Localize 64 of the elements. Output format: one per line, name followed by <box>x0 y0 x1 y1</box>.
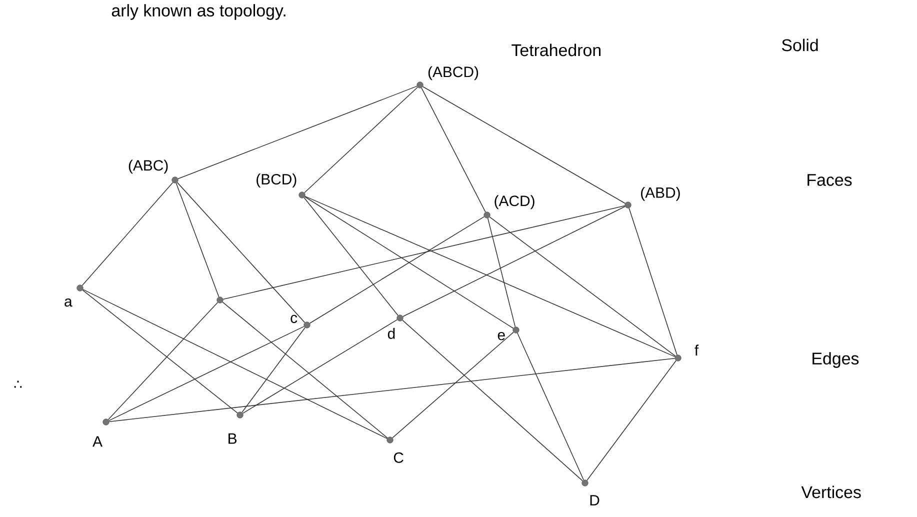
connector-line <box>176 182 220 298</box>
connector-line <box>82 290 238 414</box>
level-label: Tetrahedron <box>512 44 600 56</box>
connector-line <box>487 218 516 328</box>
node-label: c <box>290 314 298 324</box>
node-label: (ACD) <box>494 195 534 210</box>
node-label: (ABCD) <box>428 66 478 80</box>
connector-line <box>309 216 485 324</box>
connector-line <box>304 196 514 329</box>
node-label: C <box>394 452 404 463</box>
connector-line <box>82 289 388 439</box>
lattice-point: (ABCD) <box>416 66 478 88</box>
level-label: Faces <box>808 174 852 186</box>
lattice-point: C <box>386 436 404 463</box>
therefore-sign: ∴ <box>14 380 22 388</box>
lattice-point: a <box>64 284 84 307</box>
node-label: (ABC) <box>128 160 168 174</box>
connector-line <box>222 205 626 300</box>
connector-line <box>242 319 398 414</box>
node-label: f <box>694 344 699 356</box>
connector-line <box>108 326 304 421</box>
connector-line <box>402 320 583 482</box>
node-label: A <box>92 436 102 447</box>
connector-line <box>108 358 676 422</box>
connector-line <box>242 327 306 413</box>
level-label: Solid <box>782 38 818 52</box>
level-label: Vertices <box>801 486 861 498</box>
node-label: e <box>498 332 505 340</box>
connector-line <box>304 197 398 316</box>
lattice-point: f <box>674 344 699 362</box>
connector-line <box>304 196 676 358</box>
lattice-point: D <box>582 480 600 506</box>
connector-line <box>628 208 678 356</box>
level-label: Edges <box>812 352 859 368</box>
node-label: a <box>64 298 72 307</box>
lattice-point <box>216 296 224 304</box>
connector-line <box>176 182 306 323</box>
node-label: B <box>228 433 237 444</box>
lattice-point: A <box>92 418 110 447</box>
title-text: arly known as topology. <box>112 4 286 20</box>
connector-line <box>108 302 218 420</box>
connector-line <box>82 182 174 286</box>
connector-line <box>421 88 486 212</box>
connector-line <box>402 206 626 317</box>
lattice-point: d <box>388 314 404 339</box>
connector-line <box>586 360 676 481</box>
connector-line <box>516 332 584 480</box>
lattice-point: (ABD) <box>624 186 680 208</box>
node-label: d <box>388 328 395 339</box>
lattice-point: B <box>228 412 244 444</box>
connector-line <box>392 332 514 438</box>
node-label: D <box>590 495 600 506</box>
lattice-point: (ACD) <box>484 195 534 218</box>
node-label: (ABD) <box>641 186 680 201</box>
lattice-point: (ABC) <box>128 160 178 184</box>
lattice-point: e <box>498 326 520 340</box>
connector-line <box>422 86 626 204</box>
node-label: (BCD) <box>256 174 296 188</box>
lattice-point: (BCD) <box>256 174 306 198</box>
lattice-point: c <box>290 314 310 328</box>
connector-line <box>178 86 418 180</box>
connector-line <box>489 216 676 356</box>
connector-line <box>222 302 388 438</box>
connector-line <box>304 86 418 194</box>
